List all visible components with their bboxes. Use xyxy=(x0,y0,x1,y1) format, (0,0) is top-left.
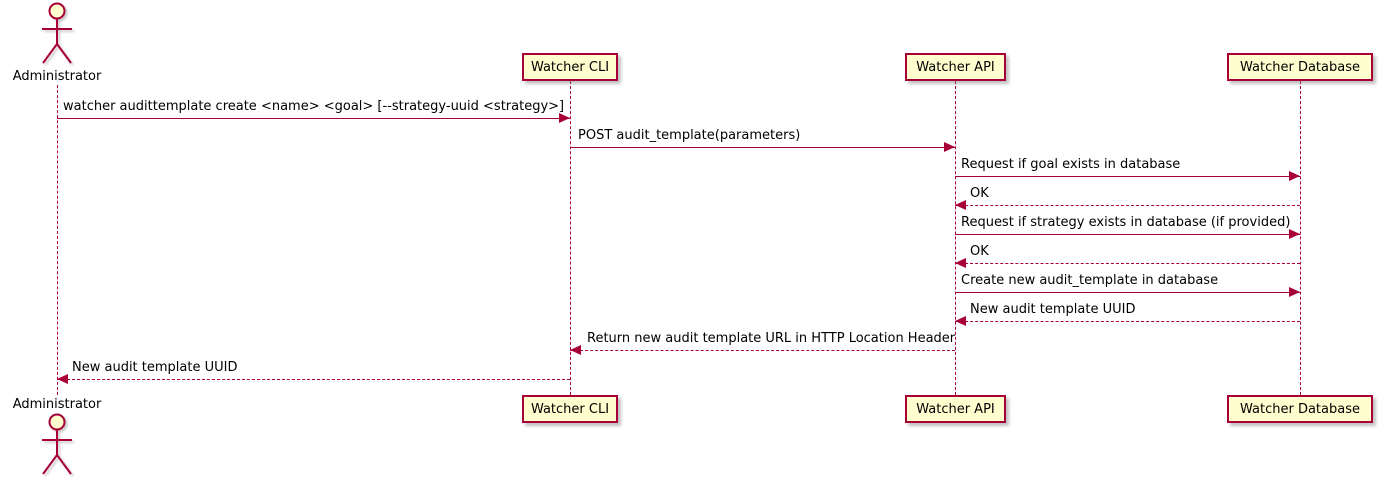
message-line xyxy=(570,147,955,148)
actor-label-administrator-top: Administrator xyxy=(12,69,102,84)
arrowhead-left-icon xyxy=(955,258,966,268)
participant-watcher-cli-bottom: Watcher CLI xyxy=(522,395,618,423)
message-line xyxy=(955,292,1300,293)
message-label: Return new audit template URL in HTTP Lo… xyxy=(587,331,956,346)
message-label: New audit template UUID xyxy=(72,360,238,375)
participant-label: Watcher Database xyxy=(1240,401,1360,417)
message-label: Request if goal exists in database xyxy=(961,157,1181,172)
message-line xyxy=(955,176,1300,177)
message-line xyxy=(57,379,570,380)
message-label: watcher audittemplate create <name> <goa… xyxy=(63,99,565,114)
arrowhead-right-icon xyxy=(944,142,955,152)
arrowhead-left-icon xyxy=(955,200,966,210)
arrowhead-right-icon xyxy=(1289,287,1300,297)
lifeline-watcher-api xyxy=(955,81,956,395)
participant-label: Watcher API xyxy=(916,401,995,417)
message-line xyxy=(955,234,1300,235)
arrowhead-right-icon xyxy=(1289,171,1300,181)
message-line xyxy=(955,205,1300,206)
actor-label-administrator-bottom: Administrator xyxy=(12,397,102,412)
message-label: New audit template UUID xyxy=(970,302,1136,317)
participant-watcher-database-bottom: Watcher Database xyxy=(1227,395,1373,423)
participant-watcher-database-top: Watcher Database xyxy=(1227,53,1373,81)
actor-icon-bottom xyxy=(37,413,77,477)
actor-icon-top xyxy=(37,2,77,66)
message-label: OK xyxy=(970,244,989,259)
participant-label: Watcher CLI xyxy=(530,401,610,417)
participant-watcher-api-bottom: Watcher API xyxy=(905,395,1006,423)
arrowhead-left-icon xyxy=(955,316,966,326)
participant-watcher-api-top: Watcher API xyxy=(905,53,1006,81)
message-label: OK xyxy=(970,186,989,201)
participant-watcher-cli-top: Watcher CLI xyxy=(522,53,618,81)
participant-label: Watcher Database xyxy=(1240,59,1360,75)
message-label: Create new audit_template in database xyxy=(961,273,1219,288)
message-line xyxy=(955,321,1300,322)
arrowhead-left-icon xyxy=(570,345,581,355)
lifeline-administrator xyxy=(57,85,58,395)
message-label: POST audit_template(parameters) xyxy=(578,128,801,143)
message-line xyxy=(57,118,570,119)
arrowhead-right-icon xyxy=(1289,229,1300,239)
arrowhead-left-icon xyxy=(57,374,68,384)
participant-label: Watcher CLI xyxy=(530,59,610,75)
participant-label: Watcher API xyxy=(916,59,995,75)
arrowhead-right-icon xyxy=(559,113,570,123)
message-line xyxy=(570,350,955,351)
lifeline-watcher-cli xyxy=(570,81,571,395)
message-label: Request if strategy exists in database (… xyxy=(961,215,1291,230)
lifeline-watcher-database xyxy=(1300,81,1301,395)
message-line xyxy=(955,263,1300,264)
